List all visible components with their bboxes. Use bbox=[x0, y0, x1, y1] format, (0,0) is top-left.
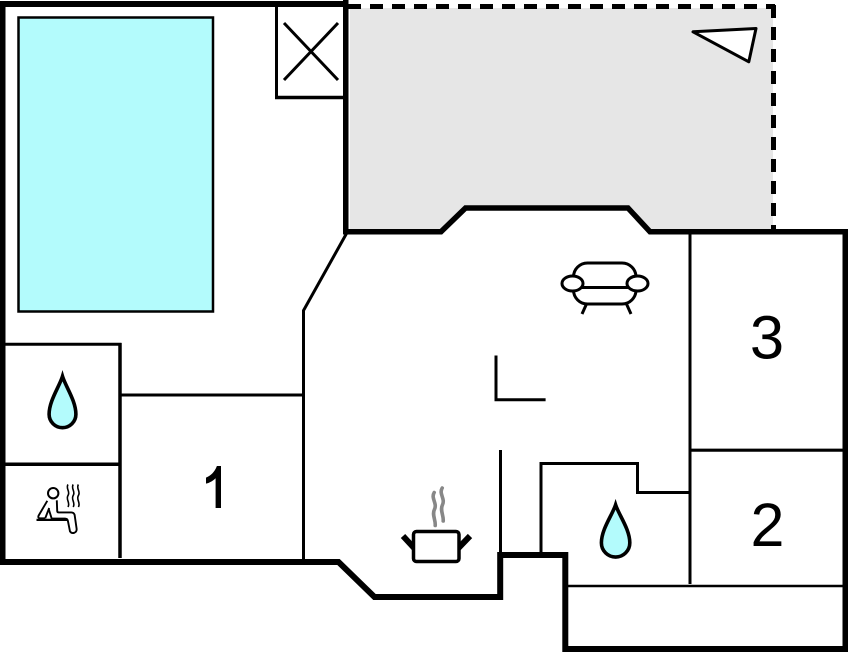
svg-text:3: 3 bbox=[750, 304, 784, 373]
svg-text:2: 2 bbox=[751, 491, 785, 559]
